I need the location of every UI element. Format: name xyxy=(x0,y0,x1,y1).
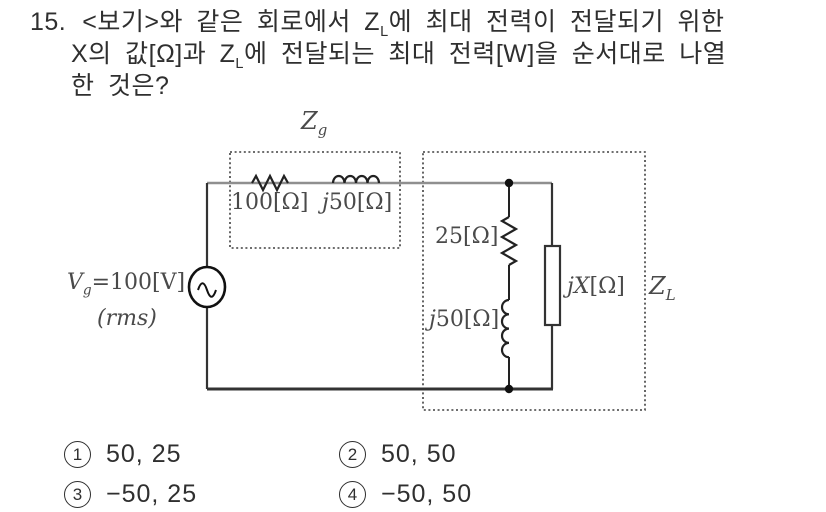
question-line-1: 15. <보기>와 같은 회로에서 ZL에 최대 전력이 전달되기 위한 xyxy=(30,7,724,47)
series-inductor-label: j50[Ω] xyxy=(322,192,392,214)
series-inductor-j: j xyxy=(322,190,329,215)
choice-4-number: 4 xyxy=(339,481,366,508)
ac-sine-icon xyxy=(197,282,217,298)
zg-symbol: Z xyxy=(301,107,318,135)
zl-subscript: L xyxy=(665,285,676,304)
rms-text: (rms) xyxy=(97,306,157,331)
question-line1-a: <보기>와 같은 회로에서 Z xyxy=(82,8,381,36)
shunt-inductor-symbol xyxy=(500,298,510,359)
shunt-inductor-j: j xyxy=(429,307,436,332)
shunt-resistor-symbol xyxy=(499,216,519,266)
shunt-inductor-label: j50[Ω] xyxy=(429,309,499,331)
choice-3-number: 3 xyxy=(64,481,91,508)
question-number: 15. xyxy=(30,8,67,36)
reactance-jx: jX xyxy=(567,274,590,299)
load-impedance-label: ZL xyxy=(649,274,676,303)
choice-3: 3 −50, 25 xyxy=(64,480,197,509)
question-line-3: 한 것은? xyxy=(71,72,170,100)
vg-symbol: V xyxy=(67,270,83,295)
source-impedance-label: Zg xyxy=(301,109,327,138)
choice-2-values: 50, 50 xyxy=(381,440,457,468)
question-line-2: X의 값[Ω]과 ZL에 전달되는 최대 전력[W]을 순서대로 나열 xyxy=(71,39,726,79)
bottom-node-dot xyxy=(504,384,514,394)
load-impedance-box xyxy=(422,151,646,411)
vg-value: =100[V] xyxy=(91,270,186,295)
question-line2-b: 에 전달되는 최대 전력[W]을 순서대로 나열 xyxy=(244,40,727,68)
choice-2: 2 50, 50 xyxy=(339,440,457,469)
choice-1: 1 50, 25 xyxy=(64,440,182,469)
choice-4-values: −50, 50 xyxy=(381,480,473,508)
source-voltage-label: Vg=100[V] xyxy=(67,272,185,298)
question-line2-a: X의 값[Ω]과 Z xyxy=(71,40,236,68)
series-resistor-label: 100[Ω] xyxy=(231,190,309,215)
source-rms-label: (rms) xyxy=(97,308,157,330)
series-inductor-value: 50[Ω] xyxy=(328,190,393,215)
reactance-unit: [Ω] xyxy=(589,274,625,299)
top-node-dot xyxy=(504,178,514,188)
shunt-resistor-label: 25[Ω] xyxy=(435,224,499,249)
zl-symbol: Z xyxy=(649,272,666,300)
ac-source-circle xyxy=(187,265,227,309)
vg-subscript: g xyxy=(82,282,92,299)
choice-3-values: −50, 25 xyxy=(106,480,198,508)
question-line1-sub: L xyxy=(380,24,389,40)
reactance-element xyxy=(543,244,562,327)
question-line1-b: 에 최대 전력이 전달되기 위한 xyxy=(388,8,725,36)
series-inductor-symbol xyxy=(331,174,381,184)
choice-4: 4 −50, 50 xyxy=(339,480,472,509)
source-impedance-box xyxy=(229,151,401,249)
series-resistor-symbol xyxy=(251,173,289,193)
zg-subscript: g xyxy=(317,120,328,139)
shunt-inductor-value: 50[Ω] xyxy=(435,307,500,332)
choice-1-number: 1 xyxy=(64,441,91,468)
choice-2-number: 2 xyxy=(339,441,366,468)
reactance-label: jX[Ω] xyxy=(567,276,625,298)
question-line2-sub: L xyxy=(235,56,244,72)
choice-1-values: 50, 25 xyxy=(106,440,182,468)
